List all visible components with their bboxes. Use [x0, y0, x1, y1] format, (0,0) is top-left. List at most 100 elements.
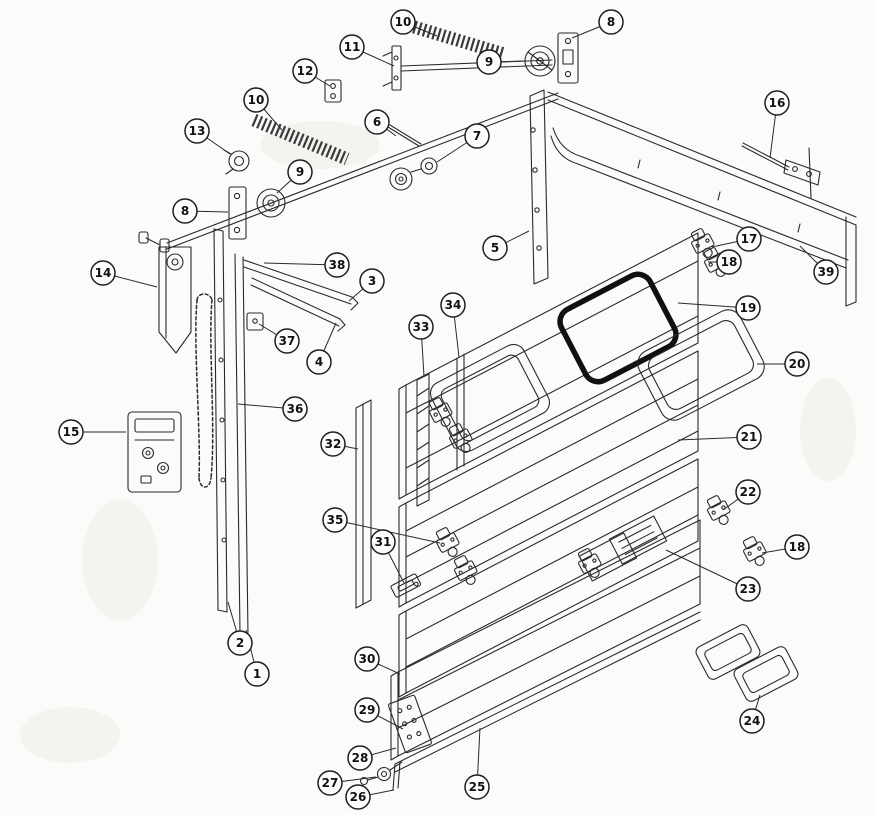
svg-text:32: 32: [325, 437, 342, 451]
hinge: [444, 420, 478, 458]
callout-38-16: 38: [324, 252, 350, 278]
hand-chain: [195, 293, 214, 488]
left-vertical-track: [213, 228, 249, 637]
step-plates: [693, 622, 801, 704]
svg-text:20: 20: [789, 357, 806, 371]
svg-text:16: 16: [769, 96, 786, 110]
step-plate-upper: [693, 622, 763, 682]
svg-text:37: 37: [279, 334, 296, 348]
vent-opening: [578, 532, 638, 582]
callout-2-34: 2: [227, 630, 253, 656]
svg-text:31: 31: [375, 535, 392, 549]
svg-text:13: 13: [189, 124, 206, 138]
svg-text:1: 1: [253, 667, 261, 681]
svg-text:27: 27: [322, 776, 339, 790]
svg-text:29: 29: [359, 703, 376, 717]
svg-text:17: 17: [741, 232, 758, 246]
bottom-bracket: [387, 694, 433, 754]
callout-18-32: 18: [784, 534, 810, 560]
svg-text:5: 5: [491, 241, 499, 255]
wall-console: [127, 411, 182, 493]
window-frame-floating: [637, 309, 765, 421]
callout-14-18: 14: [90, 260, 116, 286]
svg-text:28: 28: [352, 751, 369, 765]
end-hinge: [702, 492, 736, 530]
svg-text:19: 19: [740, 301, 757, 315]
astragal-retainer: [392, 611, 701, 791]
winding-cone: [223, 149, 250, 175]
callout-19-19: 19: [735, 295, 761, 321]
svg-text:10: 10: [395, 15, 412, 29]
svg-text:22: 22: [740, 485, 757, 499]
horizontal-track: [547, 91, 857, 307]
callout-4-23: 4: [306, 349, 332, 375]
rear-hang-kit: [741, 142, 821, 199]
scan-artifacts: [20, 121, 856, 763]
callout-10-5: 10: [243, 87, 269, 113]
spring-anchor-bracket-center: [382, 45, 402, 91]
callout-37-22: 37: [274, 328, 300, 354]
svg-text:36: 36: [287, 402, 304, 416]
jamb-weatherstrip: [416, 373, 430, 507]
callout-6-7: 6: [364, 109, 390, 135]
end-hinge: [738, 533, 772, 571]
svg-text:38: 38: [329, 258, 346, 272]
callout-7-9: 7: [464, 123, 490, 149]
svg-text:35: 35: [327, 513, 344, 527]
window-opening-dark: [557, 271, 679, 385]
callout-10-0: 10: [390, 9, 416, 35]
callout-12-4: 12: [292, 58, 318, 84]
svg-text:30: 30: [359, 652, 376, 666]
callout-31-31: 31: [370, 529, 396, 555]
callout-21-28: 21: [736, 424, 762, 450]
step-plate-lower: [731, 644, 801, 704]
header-angle-assembly: [243, 259, 359, 332]
callout-23-33: 23: [735, 576, 761, 602]
svg-text:12: 12: [297, 64, 314, 78]
callout-8-11: 8: [172, 198, 198, 224]
svg-text:11: 11: [344, 40, 361, 54]
callout-30-36: 30: [354, 646, 380, 672]
chain-hoist: [138, 231, 192, 354]
bottom-roller: [376, 761, 403, 782]
svg-text:15: 15: [63, 425, 80, 439]
end-bearing-plate-right: [557, 32, 579, 84]
svg-text:24: 24: [744, 714, 761, 728]
svg-text:14: 14: [95, 266, 112, 280]
leader-lines: [71, 21, 827, 798]
svg-text:9: 9: [485, 55, 493, 69]
door-panel-vented: [398, 458, 699, 698]
door-panel-middle: [398, 350, 699, 608]
coupling-bearing: [389, 157, 438, 191]
cable-drum-left: [256, 188, 286, 218]
callout-18-14: 18: [716, 249, 742, 275]
callout-28-39: 28: [347, 745, 373, 771]
svg-text:18: 18: [721, 255, 738, 269]
jamb-seal-board: [355, 399, 372, 609]
svg-text:4: 4: [315, 355, 323, 369]
torsion-spring-lower: [251, 114, 350, 165]
vent-louver: [608, 515, 668, 565]
fastener-screw: [359, 776, 379, 786]
callout-9-10: 9: [287, 159, 313, 185]
window-frame-left: [429, 343, 551, 453]
callout-32-27: 32: [320, 431, 346, 457]
leader-line-23-33: [665, 549, 749, 590]
callout-9-3: 9: [476, 49, 502, 75]
svg-text:8: 8: [181, 204, 189, 218]
svg-text:26: 26: [350, 790, 367, 804]
svg-text:25: 25: [469, 780, 486, 794]
panel-stile: [456, 353, 465, 471]
torsion-shaft: [159, 92, 559, 253]
svg-text:2: 2: [236, 636, 244, 650]
callout-33-21: 33: [408, 314, 434, 340]
door-panel-top: [398, 232, 699, 500]
svg-text:18: 18: [789, 540, 806, 554]
svg-text:8: 8: [607, 15, 615, 29]
callout-1-35: 1: [244, 661, 270, 687]
callout-3-17: 3: [359, 268, 385, 294]
callout-22-29: 22: [735, 479, 761, 505]
